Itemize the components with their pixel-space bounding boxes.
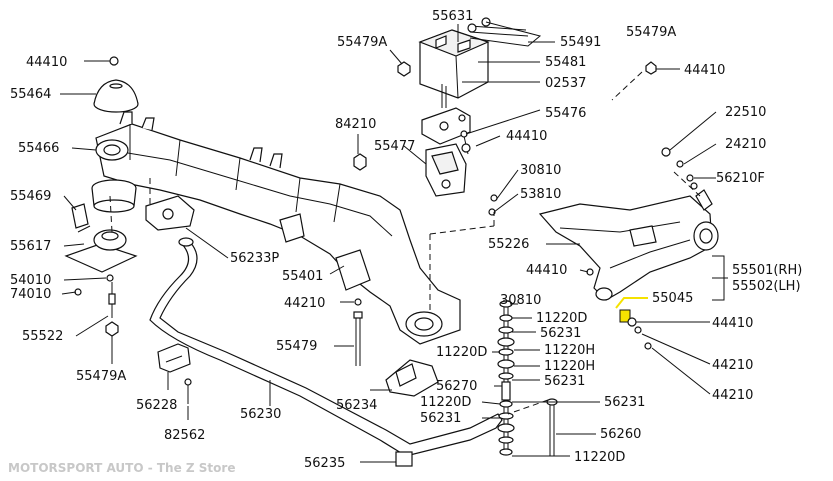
label-56228[interactable]: 56228 bbox=[136, 398, 177, 413]
label-56270[interactable]: 56270 bbox=[436, 379, 477, 394]
label-56230[interactable]: 56230 bbox=[240, 407, 281, 422]
label-11220D-b[interactable]: 11220D bbox=[436, 345, 487, 360]
label-84210[interactable]: 84210 bbox=[335, 117, 376, 132]
label-24210[interactable]: 24210 bbox=[725, 137, 766, 152]
label-55481[interactable]: 55481 bbox=[545, 55, 586, 70]
rear-mount-drawing bbox=[418, 29, 490, 108]
washer-44410-right bbox=[627, 317, 637, 327]
label-11220D-d[interactable]: 11220D bbox=[574, 450, 625, 465]
stabilizer-bar-drawing bbox=[149, 237, 503, 457]
label-30810-b[interactable]: 30810 bbox=[500, 293, 541, 308]
label-11220D-a[interactable]: 11220D bbox=[536, 311, 587, 326]
mount-bolts-drawing bbox=[467, 17, 542, 47]
label-55631[interactable]: 55631 bbox=[432, 9, 473, 24]
label-55045-highlighted[interactable]: 55045 bbox=[652, 291, 693, 306]
label-56235[interactable]: 56235 bbox=[304, 456, 345, 471]
link-rod-56260-drawing bbox=[546, 398, 558, 456]
label-44410-tl[interactable]: 44410 bbox=[26, 55, 67, 70]
nut-55479A-left bbox=[105, 321, 119, 337]
plate-55617-drawing bbox=[64, 225, 138, 273]
label-44410-mid[interactable]: 44410 bbox=[506, 129, 547, 144]
label-55469[interactable]: 55469 bbox=[10, 189, 51, 204]
label-55401[interactable]: 55401 bbox=[282, 269, 323, 284]
label-56231-d[interactable]: 56231 bbox=[604, 395, 645, 410]
washer-44210-mid bbox=[354, 298, 362, 306]
label-55479A-left[interactable]: 55479A bbox=[76, 369, 126, 384]
label-44210-mid[interactable]: 44210 bbox=[284, 296, 325, 311]
bolt-82562-drawing bbox=[184, 378, 192, 404]
label-56260[interactable]: 56260 bbox=[600, 427, 641, 442]
bolt-55479-drawing bbox=[353, 311, 363, 366]
link-stack-drawing bbox=[497, 300, 515, 456]
bolt-55522-drawing bbox=[108, 282, 116, 318]
label-30810-a[interactable]: 30810 bbox=[520, 163, 561, 178]
label-44210-r2[interactable]: 44210 bbox=[712, 388, 753, 403]
stabilizer-clamp-56234-drawing bbox=[385, 359, 439, 397]
nut-55479A-top bbox=[397, 61, 411, 77]
bushing-55464-drawing bbox=[93, 79, 139, 113]
watermark-text: MOTORSPORT AUTO - The Z Store bbox=[8, 461, 235, 475]
label-56231-c[interactable]: 56231 bbox=[420, 411, 461, 426]
label-44410-tr[interactable]: 44410 bbox=[684, 63, 725, 78]
label-56231-b[interactable]: 56231 bbox=[544, 374, 585, 389]
washer-44410-mid bbox=[461, 143, 471, 153]
bracket-56233P-drawing bbox=[145, 195, 195, 231]
label-44410-right[interactable]: 44410 bbox=[712, 316, 753, 331]
label-56234[interactable]: 56234 bbox=[336, 398, 377, 413]
bushing-55466-drawing bbox=[91, 179, 137, 213]
washer-44410-tl bbox=[109, 56, 119, 66]
washer-54010 bbox=[106, 274, 114, 282]
bolt-hardware-right bbox=[661, 147, 698, 190]
label-55479[interactable]: 55479 bbox=[276, 339, 317, 354]
nut-44210-r2 bbox=[644, 342, 652, 350]
label-55464[interactable]: 55464 bbox=[10, 87, 51, 102]
label-55477[interactable]: 55477 bbox=[374, 139, 415, 154]
label-11220H-b[interactable]: 11220H bbox=[544, 359, 595, 374]
bracket-55476-drawing bbox=[425, 143, 467, 197]
label-02537[interactable]: 02537 bbox=[545, 76, 586, 91]
label-74010[interactable]: 74010 bbox=[10, 287, 51, 302]
part-labels: 55631 55491 55479A 55479A 55481 44410 44… bbox=[10, 9, 802, 471]
label-11220H-a[interactable]: 11220H bbox=[544, 343, 595, 358]
label-55479A-right[interactable]: 55479A bbox=[626, 25, 676, 40]
label-56233P[interactable]: 56233P bbox=[230, 251, 279, 266]
label-55479A-top[interactable]: 55479A bbox=[337, 35, 387, 50]
label-44410-arm[interactable]: 44410 bbox=[526, 263, 567, 278]
nut-44410-tr bbox=[645, 61, 657, 75]
label-22510[interactable]: 22510 bbox=[725, 105, 766, 120]
nut-44210-r1 bbox=[634, 326, 642, 334]
label-55522[interactable]: 55522 bbox=[22, 329, 63, 344]
bushing-55045-drawing bbox=[619, 309, 631, 323]
label-55617[interactable]: 55617 bbox=[10, 239, 51, 254]
label-55476[interactable]: 55476 bbox=[545, 106, 586, 121]
leader-lines bbox=[60, 24, 728, 463]
crossmember-drawing bbox=[95, 111, 461, 345]
label-55226[interactable]: 55226 bbox=[488, 237, 529, 252]
label-55502-lh[interactable]: 55502(LH) bbox=[732, 279, 801, 294]
label-82562[interactable]: 82562 bbox=[164, 428, 205, 443]
dashed-reference-lines bbox=[109, 71, 701, 415]
label-44210-r1[interactable]: 44210 bbox=[712, 358, 753, 373]
bracket-56228-drawing bbox=[157, 343, 191, 373]
label-55466[interactable]: 55466 bbox=[18, 141, 59, 156]
clamp-56235-drawing bbox=[395, 451, 413, 467]
label-55501-rh[interactable]: 55501(RH) bbox=[732, 263, 802, 278]
washer-30810-a bbox=[490, 194, 498, 202]
label-56231-a[interactable]: 56231 bbox=[540, 326, 581, 341]
bracket-55481-drawing bbox=[421, 107, 471, 145]
label-54010[interactable]: 54010 bbox=[10, 273, 51, 288]
label-55491[interactable]: 55491 bbox=[560, 35, 601, 50]
label-56210F[interactable]: 56210F bbox=[716, 171, 765, 186]
label-53810[interactable]: 53810 bbox=[520, 187, 561, 202]
label-11220D-c[interactable]: 11220D bbox=[420, 395, 471, 410]
lower-arm-drawing bbox=[538, 189, 719, 301]
nut-84210 bbox=[353, 153, 367, 171]
